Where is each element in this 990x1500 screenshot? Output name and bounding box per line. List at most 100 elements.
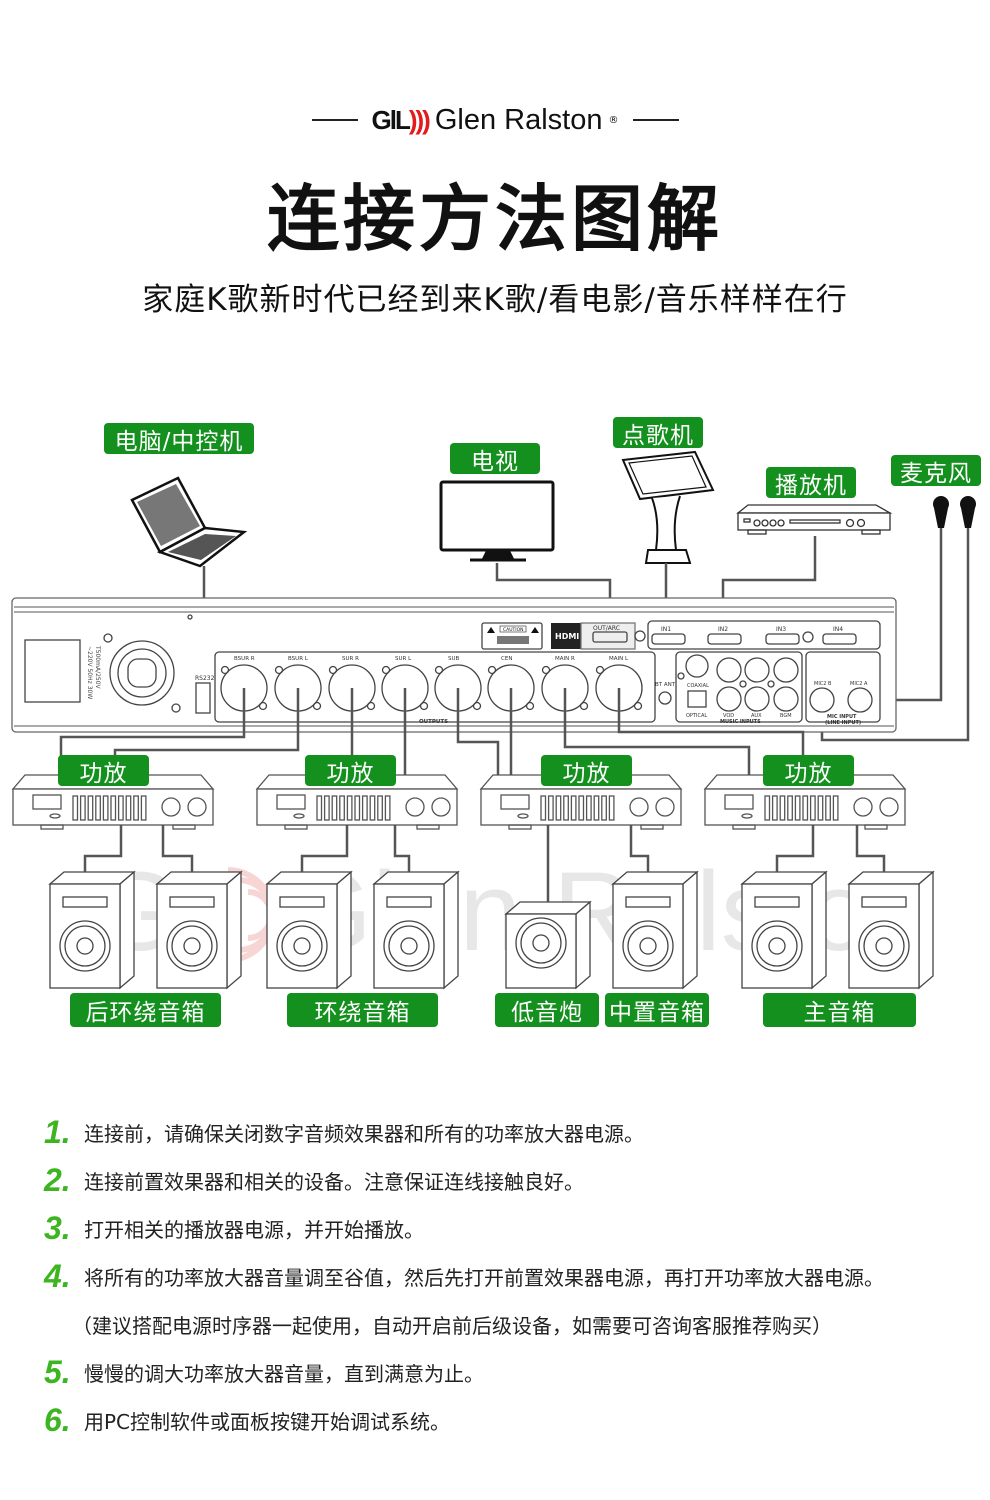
caution-text: CAUTION — [503, 627, 524, 633]
bt-antenna-port — [658, 691, 672, 705]
fan-grille-icon — [103, 633, 181, 713]
output-label: SUB — [448, 656, 460, 662]
speaker-icon — [155, 870, 243, 990]
tag-amplifier: 功放 — [763, 755, 854, 787]
tag-main-speakers: 主音箱 — [763, 993, 916, 1027]
outputs-panel — [214, 651, 656, 723]
line-input-label: (LINE INPUT) — [825, 720, 861, 726]
step-text: 将所有的功率放大器音量调至谷值，然后先打开前置效果器电源，再打开功率放大器电源。 — [84, 1265, 884, 1290]
mic2b-label: MIC2 B — [814, 681, 832, 687]
tag-microphone: 麦克风 — [891, 455, 981, 487]
optical-port — [687, 690, 707, 708]
speaker-cable — [161, 825, 194, 872]
brand-registered-mark: ® — [608, 114, 619, 126]
step-number: 4. — [44, 1257, 71, 1294]
hdmi-in-label: IN4 — [833, 626, 843, 633]
mic-inputs-panel — [805, 651, 881, 723]
step-number: 2. — [44, 1161, 71, 1198]
brand-rule-right — [632, 119, 679, 121]
tag-surround-speakers: 环绕音箱 — [287, 993, 438, 1027]
step-text: 慢慢的调大功率放大器音量，直到满意为止。 — [84, 1361, 484, 1386]
speakers — [48, 825, 935, 990]
speaker-icon — [611, 870, 699, 990]
mic2b-port — [809, 687, 835, 713]
tag-amplifier: 功放 — [541, 755, 632, 787]
tag-rear-surround-speakers: 后环绕音箱 — [70, 993, 221, 1027]
output-label: CEN — [501, 656, 512, 662]
output-label: MAIN R — [555, 656, 575, 662]
hdmi-in2-port — [707, 633, 742, 645]
hdmi-in-label: IN3 — [776, 626, 786, 633]
tag-amplifier: 功放 — [305, 755, 396, 787]
hdmi-inputs: IN1 IN2 IN3 IN4 — [651, 626, 857, 645]
rs232-label: RS232 — [195, 675, 215, 682]
hdmi-in4-port — [822, 633, 857, 645]
bgm-label: BGM — [780, 713, 792, 719]
tag-player: 播放机 — [766, 467, 856, 499]
speaker-icon — [48, 870, 136, 990]
speaker-cable — [855, 825, 886, 872]
hdmi-out-port: HDMI OUT/ARC — [551, 622, 646, 650]
mic2a-label: MIC2 A — [850, 681, 868, 687]
connection-diagram: GL Glen Ralston — [11, 450, 976, 990]
tag-amplifier: 功放 — [58, 755, 149, 787]
aux-label: AUX — [751, 713, 762, 719]
step-number: 6. — [44, 1401, 71, 1438]
step-text: 连接前置效果器和相关的设备。注意保证连线接触良好。 — [84, 1169, 584, 1194]
tag-center-speaker: 中置音箱 — [605, 993, 709, 1027]
power-voltage-label: ~220V 50Hz 30W — [86, 646, 93, 699]
tag-computer: 电脑/中控机 — [104, 423, 254, 455]
speaker-cable — [300, 825, 349, 872]
power-rating-label: T500mA/250V — [94, 645, 101, 690]
page-title: 连接方法图解 — [266, 177, 723, 261]
step-note: （建议搭配电源时序器一起使用，自动开启前后级设备，如需要可咨询客服推荐购买） — [44, 1300, 974, 1348]
speaker-cable — [775, 825, 815, 872]
hdmi-in-label: IN2 — [718, 626, 728, 633]
output-label: BSUR L — [288, 656, 309, 662]
hdmi-logo: HDMI — [555, 632, 579, 641]
output-label: SUR L — [395, 656, 412, 662]
caution-label: CAUTION — [481, 622, 543, 650]
bt-ant-label: BT ANT — [655, 682, 676, 688]
step-number: 3. — [44, 1209, 71, 1246]
step-item: 4. 将所有的功率放大器音量调至谷值，然后先打开前置效果器电源，再打开功率放大器电… — [44, 1252, 974, 1300]
processor-unit: T500mA/250V ~220V 50Hz 30W RS232 CAUTION… — [11, 597, 897, 733]
output-label: SUR R — [342, 656, 359, 662]
vod-port — [716, 686, 742, 712]
hdmi-in1-port — [651, 633, 686, 645]
step-note-text: （建议搭配电源时序器一起使用，自动开启前后级设备，如需要可咨询客服推荐购买） — [72, 1313, 832, 1338]
step-item: 3. 打开相关的播放器电源，并开始播放。 — [44, 1204, 974, 1252]
amplifier-icon — [703, 774, 907, 830]
step-text: 打开相关的播放器电源，并开始播放。 — [84, 1217, 424, 1242]
brand-rule-left — [311, 119, 358, 121]
brand-logo: GlL))) Glen Ralston® — [372, 104, 619, 137]
step-text: 连接前，请确保关闭数字音频效果器和所有的功率放大器电源。 — [84, 1121, 644, 1146]
brand-header: GlL))) Glen Ralston® — [0, 100, 990, 140]
tag-tv: 电视 — [450, 443, 540, 475]
hdmi-in3-port — [765, 633, 800, 645]
song-machine-icon — [621, 450, 715, 564]
speaker-icon — [740, 870, 828, 990]
outputs-label: OUTPUTS — [419, 719, 448, 725]
microphone-icon — [933, 496, 976, 528]
step-text: 用PC控制软件或面板按键开始调试系统。 — [84, 1409, 451, 1434]
coaxial-label: COAXIAL — [687, 683, 709, 689]
power-switch-plate — [24, 639, 81, 703]
speaker-icon — [847, 870, 935, 990]
step-number: 1. — [44, 1113, 71, 1150]
rs232-port — [195, 682, 211, 714]
music-inputs-panel — [675, 651, 803, 723]
output-label: BSUR R — [234, 656, 255, 662]
speaker-icon — [265, 870, 353, 990]
music-inputs-label: MUSIC INPUTS — [720, 719, 761, 725]
instruction-steps: 1. 连接前，请确保关闭数字音频效果器和所有的功率放大器电源。 2. 连接前置效果器… — [44, 1108, 974, 1444]
hdmi-out-label: OUT/ARC — [593, 625, 620, 632]
coaxial-port — [685, 654, 709, 678]
optical-label: OPTICAL — [686, 713, 707, 719]
step-number: 5. — [44, 1353, 71, 1390]
aux-port — [744, 686, 770, 712]
step-item: 6. 用PC控制软件或面板按键开始调试系统。 — [44, 1396, 974, 1444]
speaker-cable — [393, 825, 411, 872]
brand-mark-icon: GlL))) — [371, 104, 431, 135]
step-item: 5. 慢慢的调大功率放大器音量，直到满意为止。 — [44, 1348, 974, 1396]
